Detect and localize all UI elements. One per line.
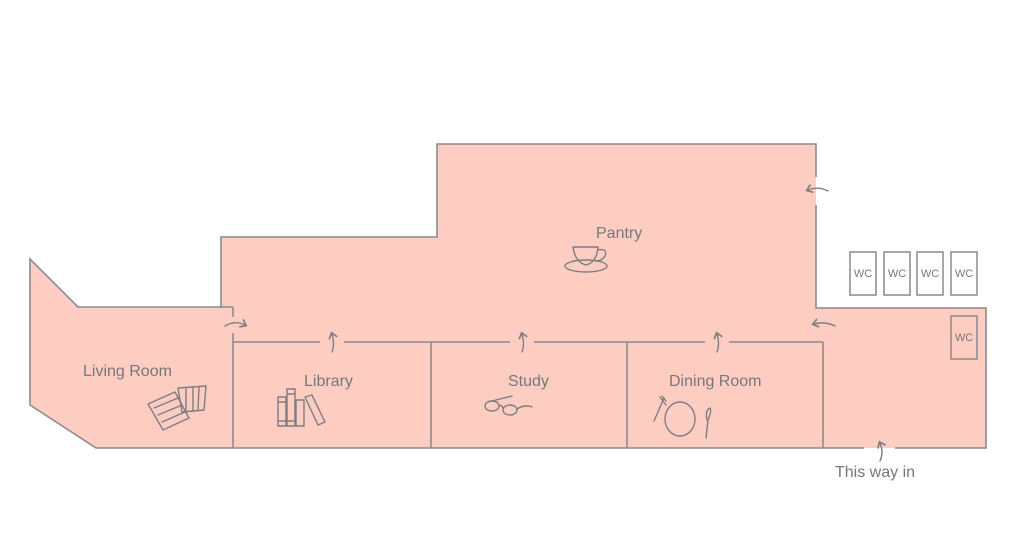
door-arrows xyxy=(224,184,886,462)
svg-text:WC: WC xyxy=(955,332,973,344)
wc-outside-3: WC xyxy=(916,251,944,296)
cushions-icon xyxy=(147,385,207,431)
svg-text:WC: WC xyxy=(955,268,973,280)
living-room-area xyxy=(30,259,233,448)
entrance-label: This way in xyxy=(835,464,915,481)
inner-walls xyxy=(233,341,824,448)
wc-inside: WC xyxy=(950,315,978,360)
wc-outside-4: WC xyxy=(950,251,978,296)
room-label-study: Study xyxy=(508,373,549,390)
room-label-library: Library xyxy=(304,373,353,390)
books-icon xyxy=(277,388,326,427)
svg-text:WC: WC xyxy=(888,268,906,280)
wc-outside-1: WC xyxy=(849,251,877,296)
svg-text:WC: WC xyxy=(921,268,939,280)
svg-text:WC: WC xyxy=(854,268,872,280)
room-label-living-room: Living Room xyxy=(83,363,172,380)
outer-wall-east xyxy=(815,205,987,449)
room-label-pantry: Pantry xyxy=(596,225,642,242)
room-label-dining-room: Dining Room xyxy=(669,373,761,390)
living-room-wall xyxy=(29,257,233,449)
wc-outside-2: WC xyxy=(883,251,911,296)
main-area xyxy=(221,144,986,448)
plate-cutlery-icon xyxy=(653,395,712,439)
teacup-icon xyxy=(564,246,608,273)
glasses-icon xyxy=(484,395,533,416)
outer-wall xyxy=(220,143,817,307)
